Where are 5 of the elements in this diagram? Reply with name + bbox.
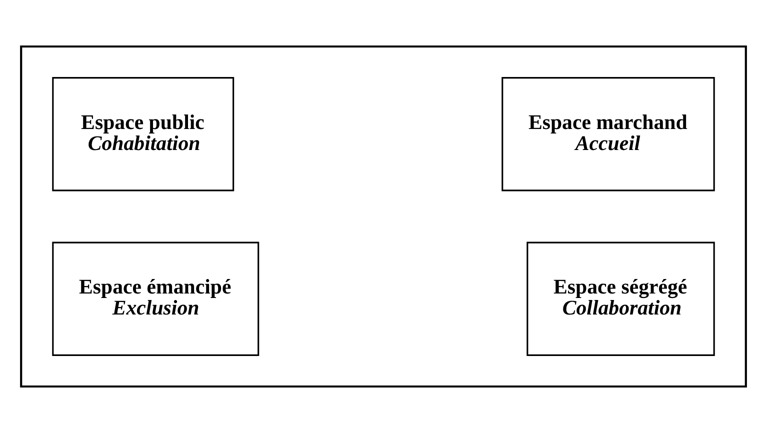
node-box: Espace émancipé Exclusion	[52, 241, 260, 356]
node-box: Espace public Cohabitation	[52, 76, 234, 191]
node-box: Espace ségrégé Collaboration	[526, 241, 715, 356]
cluster	[20, 44, 747, 388]
node-box: Espace marchand Accueil	[502, 76, 715, 191]
